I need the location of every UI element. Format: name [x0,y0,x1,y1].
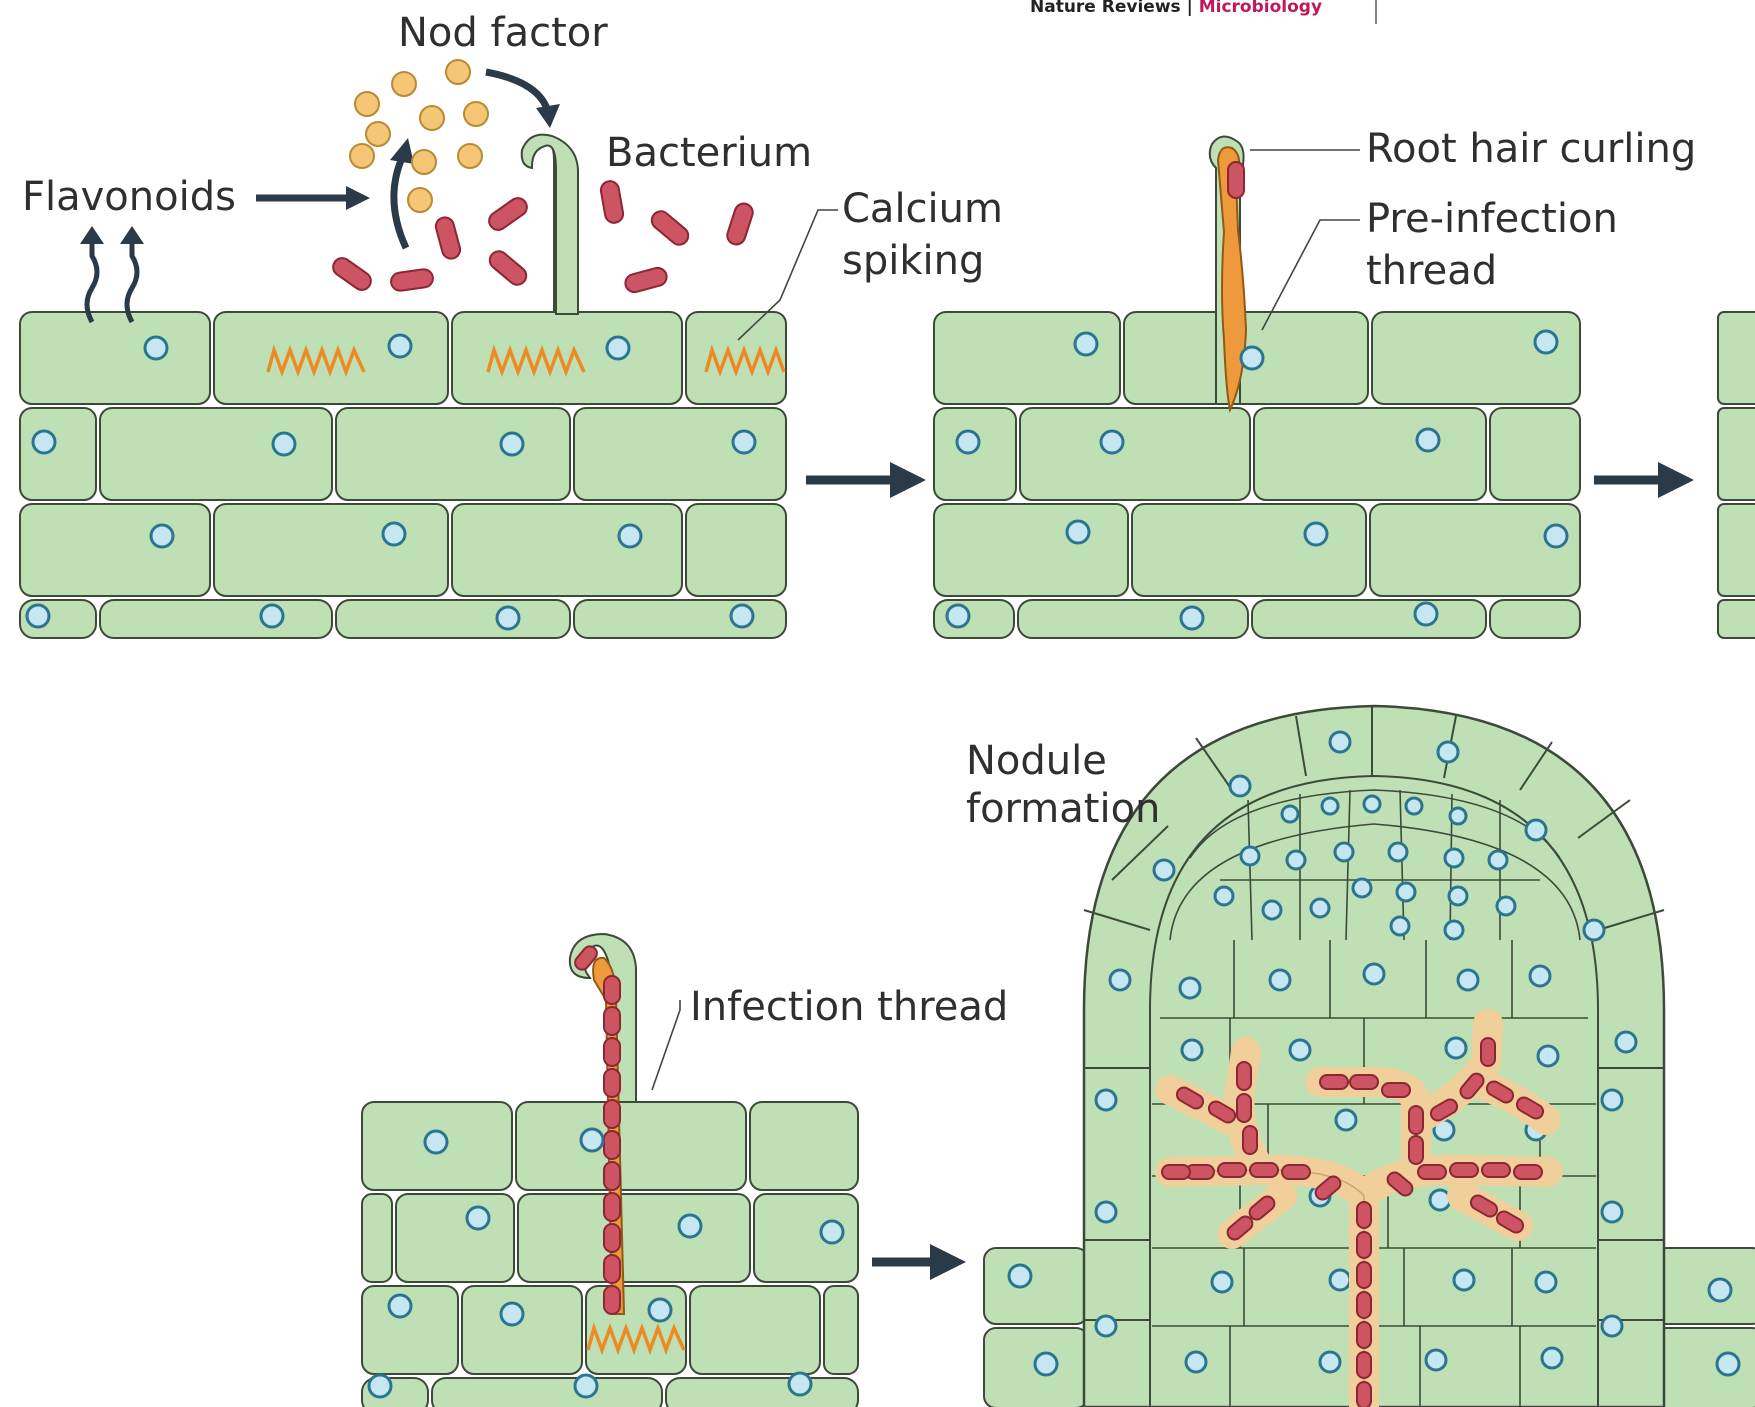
cell [20,312,210,404]
cell [336,600,570,638]
bacterium [1357,1232,1371,1258]
cell [686,504,786,596]
cell [574,408,786,500]
label-flavonoids: Flavonoids [22,174,236,220]
bacterium [1162,1165,1190,1179]
cell [336,408,570,500]
bacterium [604,1162,620,1190]
bacterium [1320,1075,1348,1089]
credit-journal: Nature Reviews [1030,0,1181,17]
cropped-panel-edge [1718,312,1755,404]
bacterium [1481,1038,1495,1066]
cell [452,312,682,404]
bacterium [604,1255,620,1283]
bacterium [1237,1062,1251,1090]
bacterium [1409,1106,1423,1134]
cell [452,504,682,596]
bacterium [1237,1094,1251,1122]
bacterium [604,1193,620,1221]
bacterium [1357,1262,1371,1288]
bacterium [1514,1165,1542,1179]
cell [214,312,448,404]
bacterium [1350,1075,1378,1089]
flavonoid-release-arrows [80,226,144,322]
root-hair [522,135,578,314]
bacterium [1282,1165,1310,1179]
bacterium [1357,1352,1371,1378]
nod-factor-molecules [350,60,488,212]
infection-thread-leader-line [652,1000,680,1090]
cell [20,408,96,500]
cell [100,600,332,638]
bacterium [604,1038,620,1066]
bacterium [604,1007,620,1035]
label-pre-infection-line1: Pre-infection [1366,196,1618,242]
bacterium [1482,1163,1510,1177]
label-nod-factor: Nod factor [398,10,608,56]
bacterium [1250,1163,1278,1177]
svg-text:Nature Reviews | Micro: Nature Reviews | Microbiology [1030,0,1322,17]
cell [100,408,332,500]
bacterium [604,1100,620,1128]
bacterium [1409,1136,1423,1164]
label-infection-thread: Infection thread [690,984,1008,1030]
label-bacterium: Bacterium [606,130,812,176]
credit-separator: | [1187,0,1193,17]
bacterium [1382,1083,1410,1097]
cell [686,312,786,404]
nodfactor-perception-arrow [486,72,548,112]
bacterium [1357,1292,1371,1318]
bacterium [604,1286,620,1314]
bacterium [1228,162,1244,198]
bacterium [604,1131,620,1159]
bacterium [604,1069,620,1097]
label-calcium-line1: Calcium [842,186,1003,232]
bacterium [1418,1165,1446,1179]
label-pre-infection-line2: thread [1366,248,1497,294]
bacterium [1243,1126,1257,1154]
bacterium [604,976,620,1004]
nodfactor-production-arrow [394,158,406,248]
label-nodule-line1: Nodule [966,738,1107,784]
bacterium [1450,1163,1478,1177]
bacterium [1357,1382,1371,1407]
bacterium [1357,1322,1371,1348]
bacterium [604,1224,620,1252]
bacterium [1357,1202,1371,1228]
label-nodule-line2: formation [966,786,1160,832]
credit-section: Microbiology [1199,0,1322,17]
label-calcium-line2: spiking [842,238,984,284]
cell [574,600,786,638]
label-root-hair-curling: Root hair curling [1366,126,1696,172]
bacterium [1218,1163,1246,1177]
cell [20,504,210,596]
cell [214,504,448,596]
